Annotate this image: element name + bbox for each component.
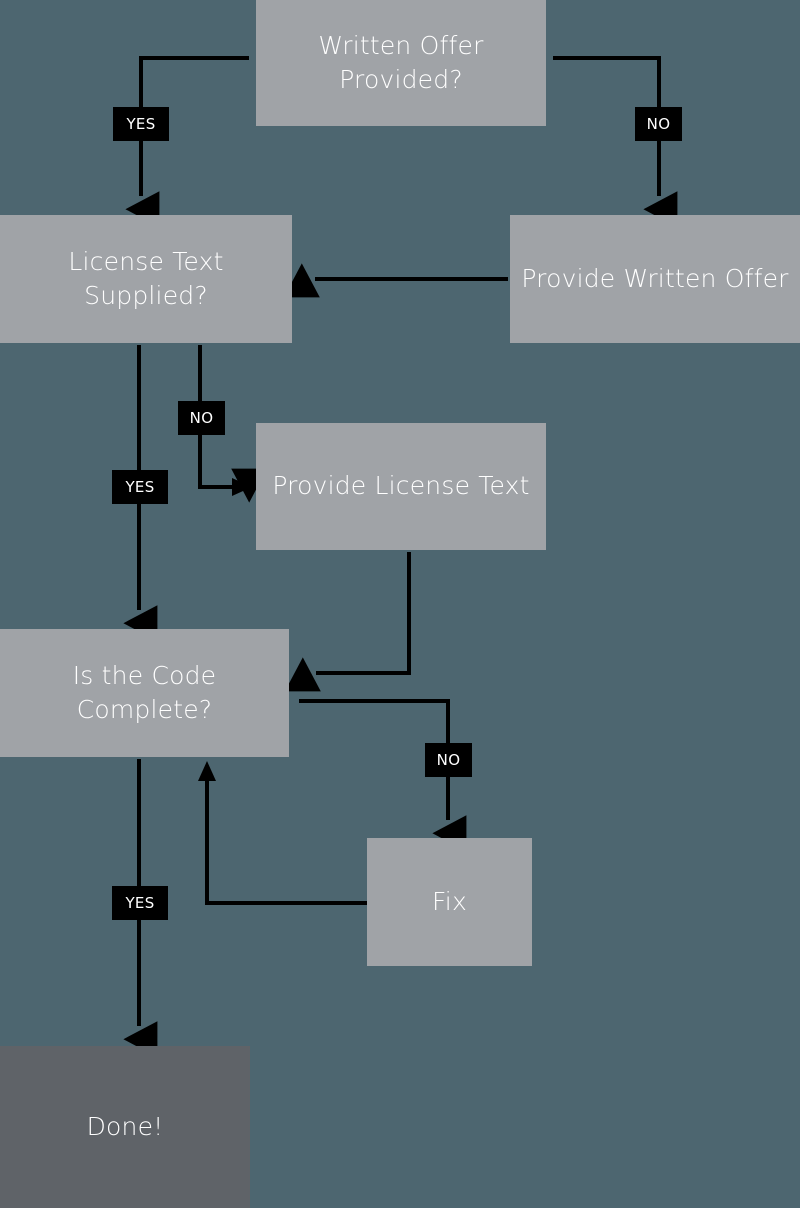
- edge-label-yes-written-offer: YES: [113, 107, 169, 141]
- edge-label-text: NO: [189, 408, 214, 427]
- node-label: Provide License Text: [272, 471, 530, 501]
- connector-license-text-no: [198, 345, 268, 503]
- edge-label-text: YES: [126, 114, 156, 133]
- edge-label-no-license-text: NO: [178, 401, 225, 435]
- node-provide-license-text[interactable]: Provide License Text: [256, 423, 546, 550]
- edge-label-text: YES: [125, 893, 155, 912]
- edge-label-yes-license-text: YES: [112, 470, 168, 504]
- node-provide-written-offer[interactable]: Provide Written Offer: [510, 215, 800, 343]
- node-label: Done!: [86, 1111, 164, 1141]
- connector-code-complete-no: [299, 699, 467, 852]
- edge-label-text: NO: [646, 114, 671, 133]
- edge-label-no-written-offer: NO: [635, 107, 682, 141]
- node-label: Fix: [432, 886, 467, 916]
- edge-label-no-code-complete: NO: [425, 743, 472, 777]
- node-is-the-code-complete[interactable]: Is the Code Complete?: [0, 629, 289, 757]
- node-label: Is the Code Complete?: [72, 660, 217, 725]
- node-done[interactable]: Done!: [0, 1046, 250, 1208]
- node-label: Provide Written Offer: [521, 263, 789, 293]
- node-label: Written Offer Provided?: [318, 30, 484, 95]
- edge-label-text: YES: [125, 477, 155, 496]
- node-license-text-supplied[interactable]: License Text Supplied?: [0, 215, 292, 343]
- edge-label-text: NO: [436, 750, 461, 769]
- node-written-offer-provided[interactable]: Written Offer Provided?: [256, 0, 546, 126]
- arrowhead-up-code-complete: [198, 761, 216, 781]
- arrowhead-right-provide-license-text: [232, 478, 252, 496]
- connector-written-offer-no: [553, 56, 678, 228]
- connector-written-offer-yes: [125, 56, 249, 228]
- edge-label-yes-code-complete: YES: [112, 886, 168, 920]
- connector-provide-text-to-code-complete: [284, 552, 411, 692]
- connector-fix-to-code-complete: [205, 781, 367, 905]
- node-fix[interactable]: Fix: [367, 838, 532, 966]
- node-label: License Text Supplied?: [68, 246, 224, 311]
